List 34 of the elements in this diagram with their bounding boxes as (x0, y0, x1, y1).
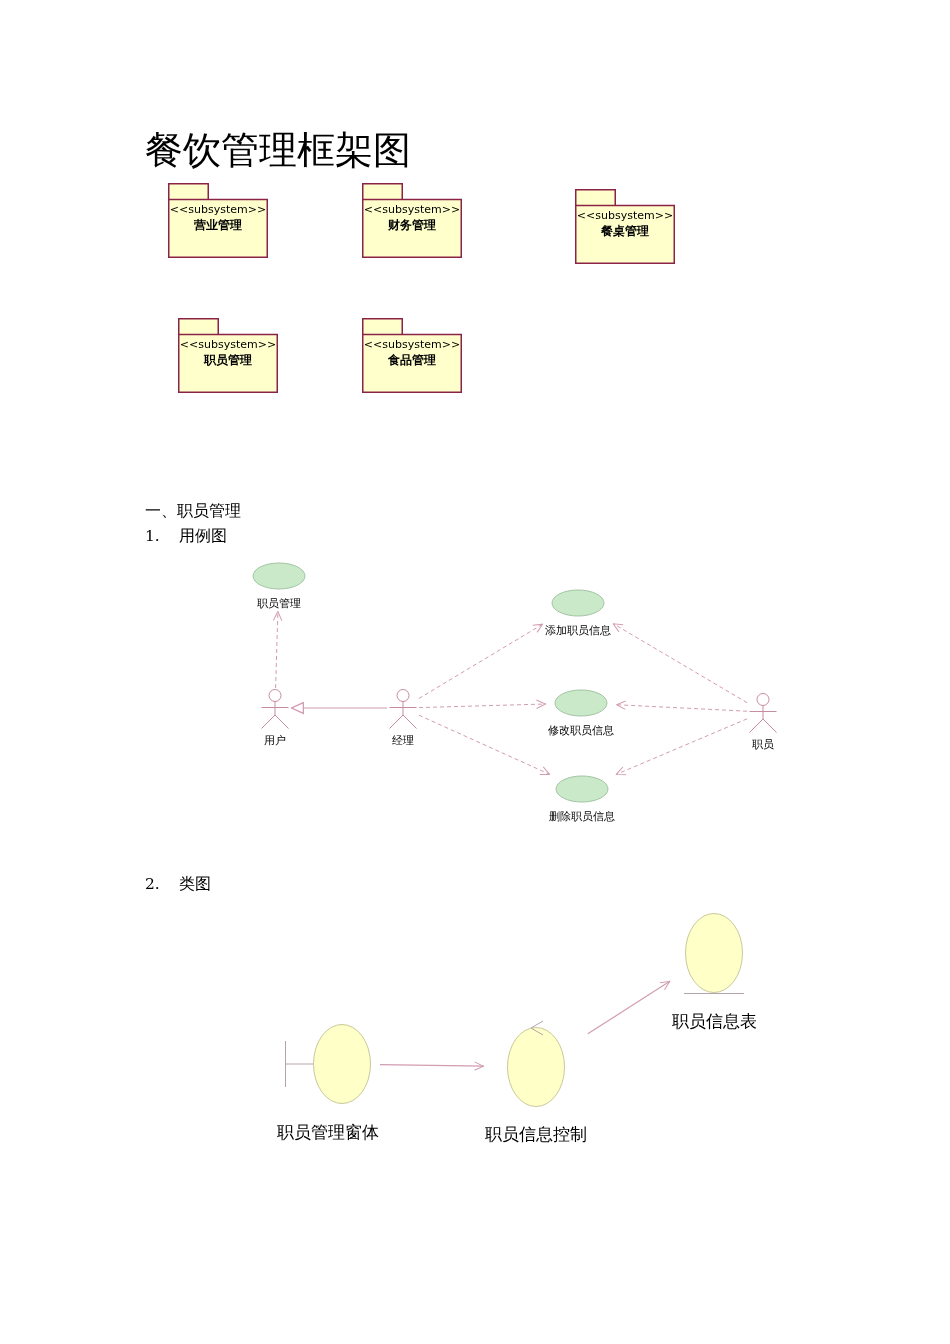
class-label: 职员信息控制 (485, 1124, 587, 1146)
package-name: 财务管理 (388, 219, 436, 233)
dashed-arrow (272, 610, 283, 689)
dashed-arrow (615, 700, 748, 712)
use-case-label: 职员管理 (257, 597, 301, 610)
package-name: 职员管理 (204, 354, 252, 368)
stereotype-text: <<subsystem>> (169, 204, 267, 217)
stereotype-text: <<subsystem>> (363, 339, 461, 352)
package-name: 餐桌管理 (601, 225, 649, 239)
dashed-arrow (612, 623, 748, 704)
use-case-label: 添加职员信息 (545, 624, 611, 637)
dashed-arrow (418, 623, 544, 699)
use-case-label: 修改职员信息 (548, 724, 614, 737)
dashed-arrow (418, 699, 547, 709)
arrow (587, 980, 671, 1035)
actor-label: 用户 (264, 734, 286, 747)
actor-label: 职员 (752, 738, 774, 751)
arrow (379, 1061, 485, 1071)
page-title: 餐饮管理框架图 (145, 130, 411, 172)
actor-label: 经理 (392, 734, 414, 747)
package-name: 营业管理 (194, 219, 242, 233)
use-case-label: 删除职员信息 (549, 810, 615, 823)
stereotype-text: <<subsystem>> (179, 339, 277, 352)
stereotype-text: <<subsystem>> (363, 204, 461, 217)
stereotype-text: <<subsystem>> (576, 210, 674, 223)
package-name: 食品管理 (388, 354, 436, 368)
class-label: 职员管理窗体 (277, 1122, 379, 1144)
dashed-arrow (418, 714, 551, 776)
dashed-arrow (615, 718, 748, 776)
section-heading: 2. 类图 (145, 875, 211, 894)
arrow (290, 701, 388, 715)
class-label: 职员信息表 (671, 1011, 757, 1033)
section-heading: 1. 用例图 (145, 527, 227, 546)
section-heading: 一、职员管理 (145, 502, 241, 521)
